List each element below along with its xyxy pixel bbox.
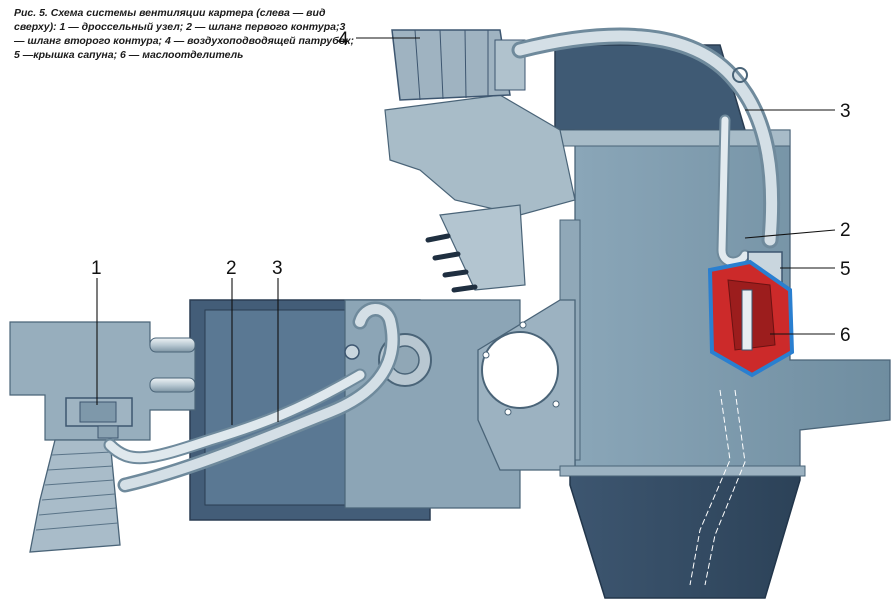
left-view <box>9 299 521 553</box>
right-view <box>384 27 891 599</box>
left-manifold <box>9 321 196 441</box>
callout-right-5: 5 <box>840 259 851 280</box>
left-air-hose <box>29 439 121 553</box>
air-intake-duct <box>391 29 526 101</box>
callout-left-2: 2 <box>226 258 237 279</box>
figure-caption: Рис. 5. Схема системы вентиляции картера… <box>14 7 354 61</box>
callout-right-4: 4 <box>338 29 349 50</box>
callout-left-1: 1 <box>91 258 102 279</box>
throttle-body <box>65 397 133 439</box>
callout-right-6: 6 <box>840 325 851 346</box>
callout-leaders <box>96 37 836 425</box>
right-intake-manifold <box>384 94 576 216</box>
right-oil-pan <box>569 469 801 599</box>
right-crank-opening <box>481 331 559 409</box>
callout-right-2: 2 <box>840 220 851 241</box>
callout-right-3: 3 <box>840 101 851 122</box>
callout-left-3: 3 <box>272 258 283 279</box>
